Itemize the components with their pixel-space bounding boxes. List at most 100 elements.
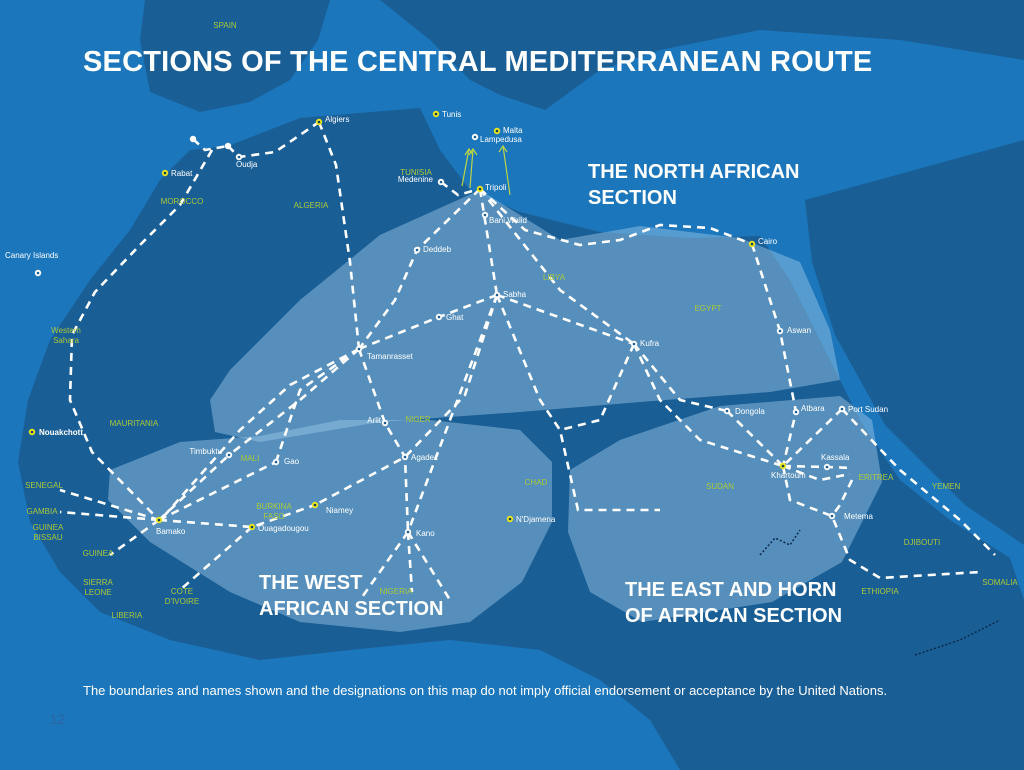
route-path <box>632 343 784 468</box>
city-label: Nouakchott <box>39 428 83 437</box>
marker-center-dot <box>794 410 798 414</box>
city-marker: Tamanrasset <box>355 345 414 361</box>
marker-center-dot <box>434 112 438 116</box>
city-label: Agadez <box>411 453 438 462</box>
city-marker: Kufra <box>630 339 660 348</box>
country-label: ERITREA <box>859 473 894 482</box>
marker-center-dot <box>250 525 254 529</box>
country-label: ALGERIA <box>294 201 329 210</box>
route-path <box>782 464 851 482</box>
city-marker: Ghat <box>435 313 464 322</box>
city-label: Ouagadougou <box>258 524 309 533</box>
city-marker: Aswan <box>776 326 811 335</box>
country-label: MOROCCO <box>161 197 204 206</box>
north-african-zone <box>210 190 840 442</box>
country-label-line: FASO <box>263 512 284 521</box>
city-marker: Rabat <box>161 169 193 178</box>
city-label: Metema <box>844 512 873 521</box>
city-label: Kassala <box>821 453 850 462</box>
country-label-line: SIERRA <box>83 578 113 587</box>
marker-center-dot <box>778 329 782 333</box>
city-label: Tripoli <box>485 183 507 192</box>
country-label-line: D'IVOIRE <box>165 597 199 606</box>
city-marker: Lampedusa <box>471 133 522 144</box>
east-horn-zone <box>568 396 882 622</box>
disclaimer-text: The boundaries and names shown and the d… <box>83 683 888 698</box>
marker-center-dot <box>274 460 278 464</box>
marker-center-dot <box>357 347 361 351</box>
city-marker: Medenine <box>398 175 445 186</box>
route-path <box>479 188 753 247</box>
section-label-line: THE WEST <box>259 572 363 594</box>
city-marker: Nouakchott <box>28 428 83 437</box>
city-label: Tunis <box>442 110 461 119</box>
city-label: Bamako <box>156 527 186 536</box>
city-label: Medenine <box>398 175 434 184</box>
city-label: Deddeb <box>423 245 452 254</box>
city-label: Oudja <box>236 160 258 169</box>
city-marker: Atbara <box>792 404 825 416</box>
marker-center-dot <box>157 518 161 522</box>
route-path <box>164 347 360 516</box>
city-label: Sabha <box>503 290 527 299</box>
marker-center-dot <box>781 464 785 468</box>
east-horn-section-label: THE EAST AND HORN OF AFRICAN SECTION <box>625 577 842 629</box>
marker-center-dot <box>473 135 477 139</box>
marker-center-dot <box>439 180 443 184</box>
country-label: EGYPT <box>694 304 721 313</box>
route-path <box>496 293 635 346</box>
city-label: Kano <box>416 529 435 538</box>
city-marker: Kano <box>404 528 435 538</box>
city-marker-icon <box>189 135 197 143</box>
page-number: 12 <box>50 711 66 727</box>
city-markers: AlgiersTunisMaltaLampedusaTripoliMedenin… <box>5 110 888 538</box>
country-label: NIGERIA <box>380 587 414 596</box>
city-label: Canary Islands <box>5 251 58 260</box>
arrow-icon <box>502 145 511 196</box>
marker-center-dot <box>632 342 636 346</box>
route-path <box>68 149 214 521</box>
city-marker-icon <box>224 142 232 150</box>
city-marker: Khartoum <box>771 462 806 480</box>
city-label: Algiers <box>325 115 349 124</box>
country-label: MALI <box>241 454 260 463</box>
country-label: YEMEN <box>932 482 961 491</box>
route-path <box>317 121 361 350</box>
route-path <box>632 343 728 413</box>
city-label: N'Djamena <box>516 515 556 524</box>
city-marker: Niamey <box>311 501 353 515</box>
country-label: GAMBIA <box>26 507 58 516</box>
city-label: Ghat <box>446 313 464 322</box>
country-label-line: BISSAU <box>33 533 63 542</box>
country-label-line: Western <box>51 326 81 335</box>
route-path <box>274 347 360 463</box>
country-label-line: Sahara <box>53 336 79 345</box>
route-path <box>781 465 981 580</box>
city-label: Atbara <box>801 404 825 413</box>
city-marker: Ouagadougou <box>248 523 309 533</box>
marker-center-dot <box>495 293 499 297</box>
route-path <box>406 294 499 533</box>
city-label: Timbuktu <box>189 447 222 456</box>
arrow-icon <box>461 148 470 187</box>
marker-center-dot <box>725 409 729 413</box>
country-label: SOMALIA <box>982 578 1018 587</box>
route-path <box>227 120 320 159</box>
marker-center-dot <box>163 171 167 175</box>
country-label: DJIBOUTI <box>904 538 940 547</box>
route-path <box>406 531 414 593</box>
marker-center-dot <box>508 517 512 521</box>
route-path <box>59 488 160 522</box>
city-marker: Metema <box>828 512 873 521</box>
city-label: Port Sudan <box>848 405 888 414</box>
marker-center-dot <box>750 242 754 246</box>
city-label: Arlit <box>367 416 382 425</box>
country-label: NIGER <box>405 415 431 424</box>
city-marker: Cairo <box>748 237 778 248</box>
marker-center-dot <box>840 407 844 411</box>
marker-center-dot <box>403 455 407 459</box>
marker-center-dot <box>317 120 321 124</box>
